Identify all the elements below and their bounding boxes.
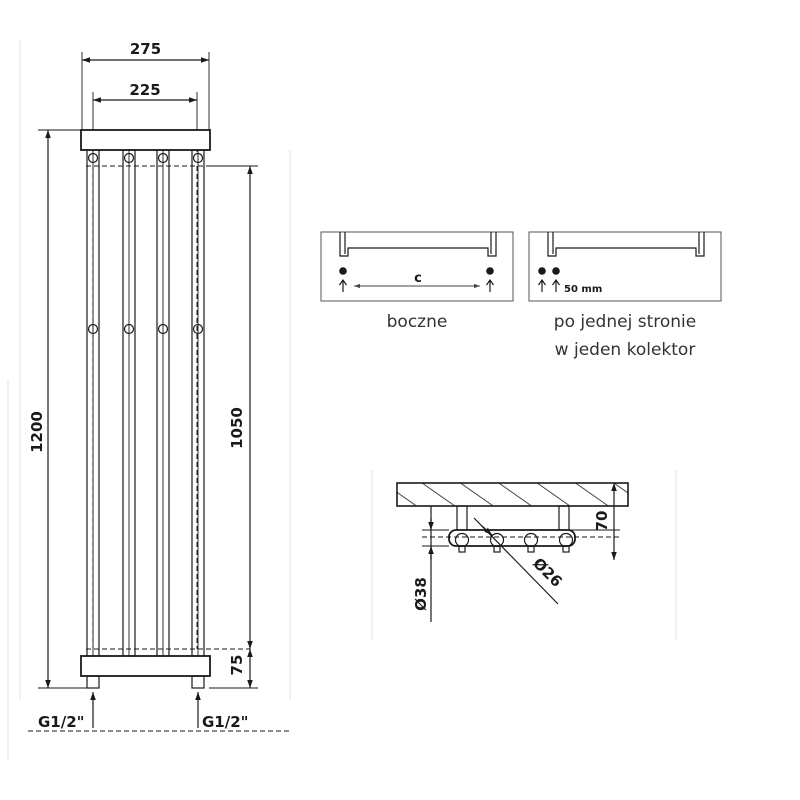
right-connection-stub — [191, 675, 205, 689]
right-connection-label: G1/2" — [202, 713, 248, 731]
side-caption: boczne — [387, 312, 448, 332]
first-connection-dot — [538, 267, 546, 275]
width-axis-label: 225 — [129, 81, 160, 99]
tube-diameter-label: Ø26 — [529, 554, 566, 591]
collector-section — [448, 529, 576, 547]
section-view: 70 Ø38 Ø26 — [396, 482, 629, 622]
bottom-collector — [80, 655, 211, 677]
depth-label: 70 — [593, 511, 611, 532]
spacing-mm-label: 50 mm — [564, 284, 602, 295]
right-bracket — [558, 505, 570, 531]
option-one-side-panel: 50 mm — [528, 231, 722, 302]
first-up-arrow-icon — [538, 278, 546, 292]
left-connection-dot — [339, 267, 347, 275]
width-total-label: 275 — [130, 40, 161, 58]
mounting-holes — [87, 152, 204, 335]
collector-diameter-label: Ø38 — [412, 577, 430, 611]
second-connection-dot — [552, 267, 560, 275]
vertical-tubes — [86, 149, 205, 657]
front-view: 275 225 — [28, 40, 292, 732]
top-collector — [80, 129, 211, 151]
wall-hatched — [396, 482, 629, 507]
second-up-arrow-icon — [552, 278, 560, 292]
one-side-caption-line2: w jeden kolektor — [555, 340, 696, 360]
bottom-offset-label: 75 — [228, 655, 246, 676]
option-side-panel: c — [320, 231, 514, 302]
height-total-label: 1200 — [28, 411, 46, 453]
left-bracket — [456, 505, 468, 531]
right-connection-dot — [486, 267, 494, 275]
height-axis-label: 1050 — [228, 407, 246, 449]
left-connection-stub — [86, 675, 100, 689]
spacing-letter: c — [414, 271, 422, 286]
one-side-caption-line1: po jednej stronie — [554, 312, 696, 332]
left-up-arrow-icon — [339, 278, 347, 292]
background-guides — [7, 40, 677, 760]
right-up-arrow-icon — [486, 278, 494, 292]
left-connection-label: G1/2" — [38, 713, 84, 731]
